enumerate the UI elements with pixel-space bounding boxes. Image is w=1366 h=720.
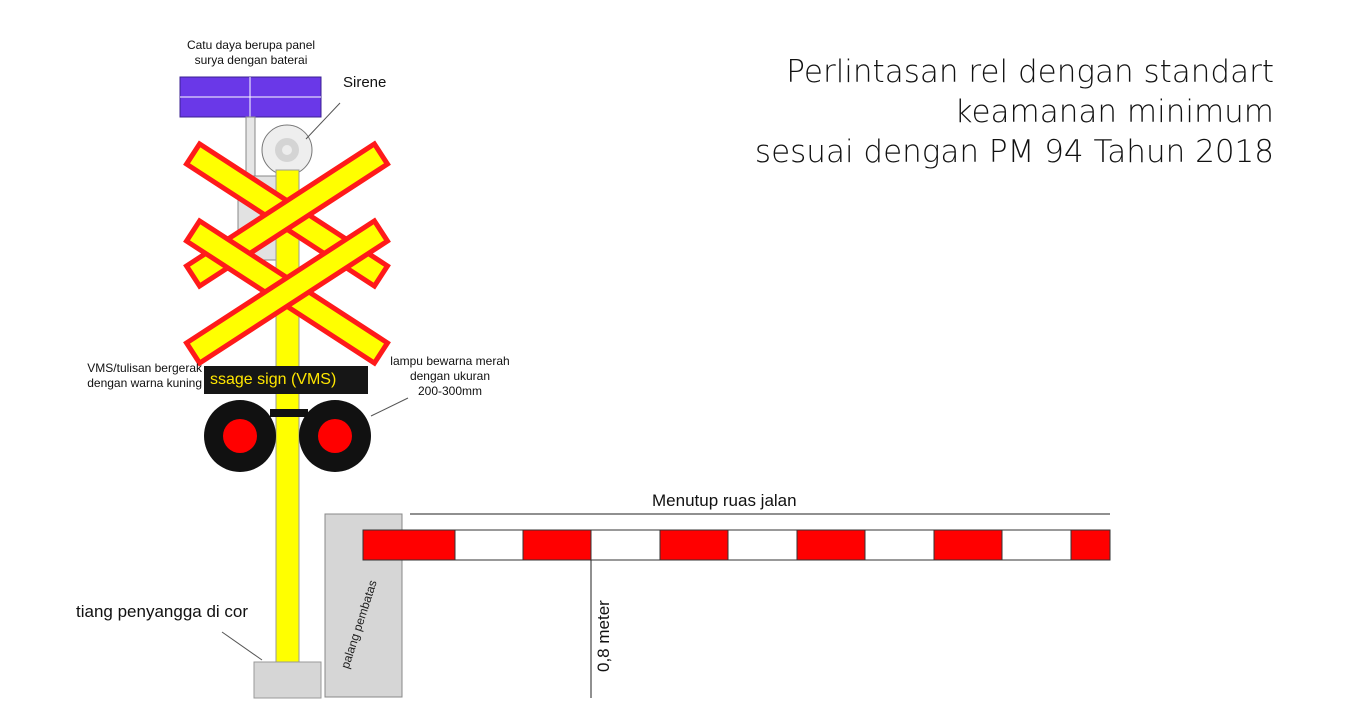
power-label: Catu daya berupa panel surya dengan bate… — [166, 38, 336, 68]
lamp-label: lampu bewarna merah dengan ukuran 200-30… — [375, 354, 525, 399]
siren-icon — [261, 124, 313, 176]
left-lamp-icon — [204, 400, 276, 472]
boom-red-segment — [1070, 529, 1111, 561]
title-line-2: keamanan minimum — [954, 94, 1274, 130]
title-line-1: Perlintasan rel dengan standart — [786, 54, 1274, 90]
crossbuck-lower-arm-b — [183, 217, 391, 367]
lamp-label-line-1: lampu bewarna merah — [390, 354, 510, 368]
vms-sign: ssage sign (VMS) — [204, 366, 368, 394]
vms-label: VMS/tulisan bergerak dengan warna kuning — [40, 361, 202, 391]
siren-label: Sirene — [343, 74, 387, 91]
boom-red-segment — [659, 529, 729, 561]
boom-red-segment — [796, 529, 866, 561]
lamp-pointer — [370, 397, 409, 417]
diagram-title: Perlintasan rel dengan standart keamanan… — [755, 52, 1274, 172]
yellow-pole — [275, 169, 300, 666]
height-label: 0,8 meter — [594, 600, 613, 672]
lamp-label-line-2: dengan ukuran — [409, 369, 491, 383]
boom-red-segment — [522, 529, 592, 561]
pole-label: tiang penyangga di cor — [76, 602, 249, 621]
siren-pointer — [305, 102, 341, 140]
lamp-label-line-3: 200-300mm — [417, 384, 483, 398]
vms-label-line-1: VMS/tulisan bergerak — [87, 361, 202, 375]
title-line-3: sesuai dengan PM 94 Tahun 2018 — [754, 134, 1274, 170]
boom-red-segment — [362, 529, 456, 561]
solar-panel — [179, 76, 322, 118]
power-label-line-1: Catu daya berupa panel — [186, 38, 316, 52]
lamp-bracket — [270, 409, 308, 417]
road-close-label: Menutup ruas jalan — [652, 491, 797, 510]
foundation-pointer — [221, 631, 263, 661]
power-label-line-2: surya dengan baterai — [194, 53, 308, 67]
concrete-foundation — [253, 661, 322, 699]
boom-barrier — [362, 529, 1111, 561]
panel-support — [245, 116, 256, 178]
right-lamp-icon — [299, 400, 371, 472]
vms-label-line-2: dengan warna kuning — [87, 376, 202, 390]
boom-red-segment — [933, 529, 1003, 561]
